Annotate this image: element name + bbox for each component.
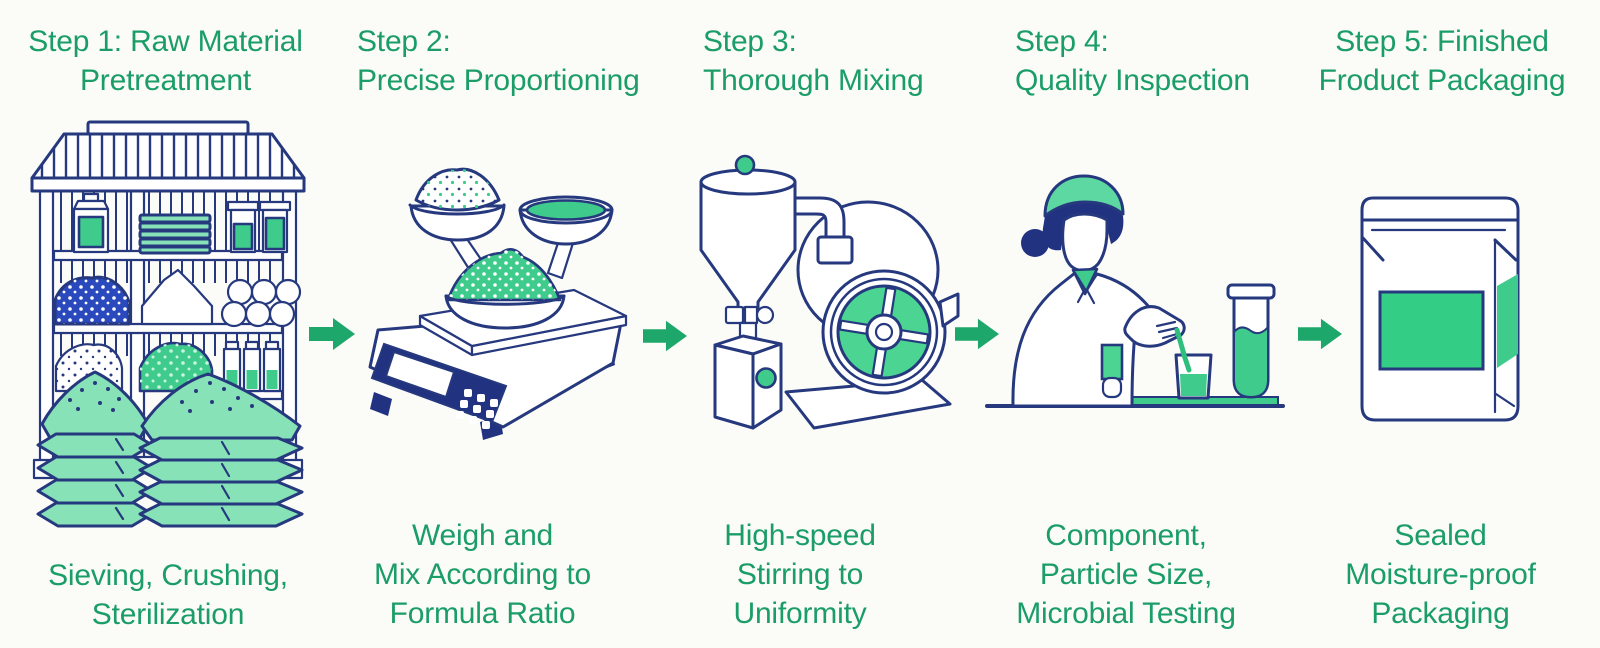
title-line: Pretreatment — [79, 64, 251, 97]
sack-speckles — [180, 381, 254, 413]
powder-funnel — [408, 167, 506, 242]
sleeve-cuff — [1100, 343, 1124, 381]
pouch — [1360, 196, 1520, 422]
step-3-title: Step 3: Thorough Mixing — [703, 22, 983, 100]
hopper-pedestal — [713, 334, 783, 430]
step-2-caption: Weigh and Mix According to Formula Ratio — [350, 516, 615, 633]
step-4-caption: Component, Particle Size, Microbial Test… — [990, 516, 1262, 633]
surgical-cap — [1043, 174, 1125, 218]
powder-bowl — [444, 248, 566, 330]
caption-line: Component, — [1045, 519, 1207, 552]
right-crease — [1493, 238, 1518, 262]
fingers — [1155, 320, 1179, 340]
right-arrow-icon — [1298, 318, 1342, 350]
left-crease — [1361, 236, 1385, 262]
step-2-title: Step 2: Precise Proportioning — [357, 22, 657, 100]
weighing-scale-icon — [368, 167, 628, 440]
inspector — [1011, 174, 1186, 408]
left-sack-stack — [36, 432, 154, 528]
title-line: Step 5: Finished — [1335, 25, 1549, 58]
hair — [1021, 202, 1124, 257]
scale-keypad — [456, 389, 498, 429]
sample-beaker — [1174, 349, 1213, 400]
scale-control-panel — [370, 342, 508, 429]
step-3-caption: High-speed Stirring to Uniformity — [672, 516, 928, 633]
shelf-jars — [72, 192, 292, 255]
liquid-funnel — [518, 195, 614, 246]
sealed-pouch-icon — [1360, 196, 1520, 422]
caption-line: Formula Ratio — [389, 597, 576, 630]
right-arrow-icon — [955, 318, 999, 350]
face — [1061, 212, 1109, 273]
step-5-caption: Sealed Moisture-proof Packaging — [1308, 516, 1573, 633]
hopper-knob — [734, 154, 756, 176]
step-1-caption: Sieving, Crushing, Sterilization — [10, 556, 326, 634]
caption-line: Mix According to — [374, 558, 591, 591]
caption-line: Microbial Testing — [1016, 597, 1236, 630]
caption-line: Sterilization — [91, 598, 245, 631]
raw-material-warehouse-icon — [30, 120, 306, 528]
bottles — [222, 340, 282, 393]
caption-line: Moisture-proof — [1345, 558, 1536, 591]
caption-line: High-speed — [724, 519, 876, 552]
egg-stack — [220, 278, 302, 328]
right-arrow-icon — [643, 320, 687, 352]
caption-line: Packaging — [1371, 597, 1510, 630]
step-1-title: Step 1: Raw Material Pretreatment — [8, 22, 323, 100]
lapel-lines — [1073, 271, 1099, 305]
mixer-machine-icon — [699, 154, 960, 430]
shirt-collar — [1071, 267, 1099, 296]
step-5-title: Step 5: Finished Froduct Packaging — [1297, 22, 1587, 100]
shelf-piles — [53, 268, 302, 393]
title-line: Step 3: — [703, 25, 797, 58]
test-tube — [1226, 283, 1276, 399]
caption-line: Weigh and — [411, 519, 554, 552]
caption-line: Particle Size, — [1039, 558, 1213, 591]
title-line: Thorough Mixing — [703, 64, 924, 97]
gusset-shade — [1497, 274, 1518, 368]
right-sack-stack — [138, 436, 304, 528]
title-line: Step 2: — [357, 25, 451, 58]
mixer-wheel — [821, 269, 947, 395]
title-line: Quality Inspection — [1015, 64, 1250, 97]
shed-roof — [30, 120, 306, 193]
pouch-label — [1378, 290, 1485, 371]
title-line: Step 4: — [1015, 25, 1109, 58]
green-slab-stack — [138, 213, 212, 255]
caption-line: Sieving, Crushing, — [48, 559, 288, 592]
title-line: Step 1: Raw Material — [28, 25, 303, 58]
feed-pipe — [786, 196, 854, 265]
pointing-arm — [1123, 305, 1186, 348]
inspector-testing-icon — [985, 174, 1285, 408]
caption-line: Stirring to — [736, 558, 864, 591]
scale-display — [384, 350, 456, 399]
drum-shaft — [938, 292, 960, 328]
hand — [1101, 376, 1123, 399]
caption-line: Uniformity — [733, 597, 867, 630]
title-line: Froduct Packaging — [1318, 64, 1566, 97]
caption-line: Sealed — [1394, 519, 1487, 552]
feed-sacks — [36, 370, 304, 528]
step-4-title: Step 4: Quality Inspection — [1015, 22, 1295, 100]
title-line: Precise Proportioning — [357, 64, 640, 97]
right-arrow-icon — [309, 318, 355, 350]
sack-speckles — [68, 381, 121, 412]
hopper — [699, 154, 797, 347]
